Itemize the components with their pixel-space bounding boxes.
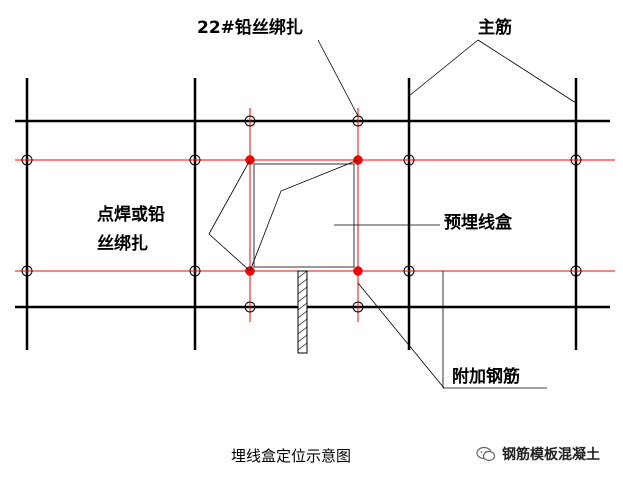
embedded-box [253,163,355,268]
figure-caption: 埋线盒定位示意图 [231,447,352,465]
label-main-rebar: 主筋 [478,18,512,38]
label-weld-or-tie-line1: 点焊或铅 [97,205,165,225]
weld-points [245,155,363,276]
conduit-pipe [297,270,308,354]
leader-main-rebar-1 [408,39,479,97]
label-additional-rebar: 附加钢筋 [452,367,520,387]
leader-weld-top [208,159,251,235]
leader-main-rebar-2 [477,39,577,104]
label-tie-wire: 22#铅丝绑扎 [197,18,303,38]
leader-tie-wire [317,39,359,117]
leader-weld-right [249,159,359,272]
label-weld-or-tie-line2: 丝绑扎 [97,234,148,254]
tie-circles [21,115,582,313]
leader-additional-1 [357,282,445,389]
conduit-hatch [297,270,308,351]
watermark: 钢筋模板混凝土 [476,444,600,464]
wechat-icon [476,446,496,462]
leader-weld-bottom [208,233,251,272]
label-embedded-box: 预埋线盒 [444,213,512,233]
watermark-text: 钢筋模板混凝土 [502,447,600,463]
leader-lines [208,39,577,389]
